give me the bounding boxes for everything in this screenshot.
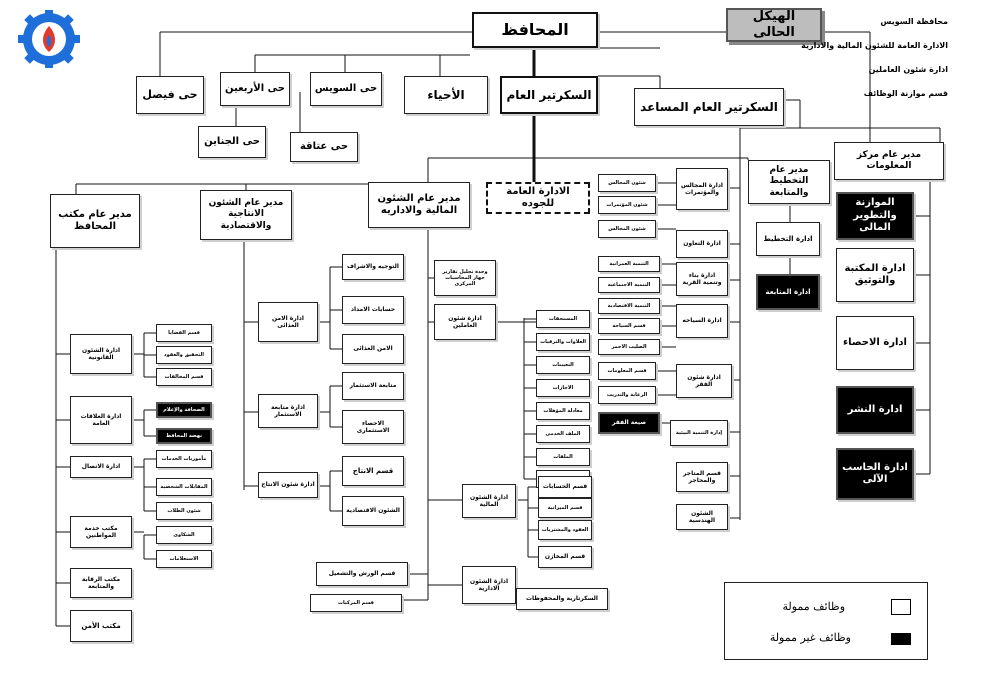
box-fs-sub2: حسابات الامداد <box>342 296 404 324</box>
box-statistics: ادارة الاحصاء <box>836 316 914 370</box>
box-legal-sub1: قسم القضايا <box>156 324 212 342</box>
box-councils-sub2: شئون المؤتمرات <box>598 196 656 214</box>
box-personnel: ادارة شئون العاملين <box>434 304 496 340</box>
chart-title: الهيكل الحالى <box>726 8 822 42</box>
box-p-sub7: الملفات <box>536 448 590 466</box>
box-econ-director: مدير عام الشئون الانتاجية والاقتصادية <box>200 190 292 240</box>
box-p-sub3: التعيينات <box>536 356 590 374</box>
box-fin-sub2: قسم الميزانية <box>538 498 592 518</box>
box-comm-sub3: شئون الطلاب <box>156 502 212 520</box>
box-legal-sub3: قسم المخالفات <box>156 368 212 386</box>
box-inv-sub1: متابعة الاستثمار <box>342 372 404 400</box>
box-planning-admin: ادارة التخطيط <box>756 222 820 256</box>
box-pr-sub1: الصحافة والإعلام <box>156 402 212 418</box>
legend-unfunded-label: وظائف غير ممولة <box>769 631 851 644</box>
box-comm-sub2: المقابلات الشخصية <box>156 478 212 496</box>
box-poverty-sub3: صيغة الفقر <box>598 412 660 434</box>
box-comm: ادارة الاتصال <box>70 456 132 478</box>
box-hay-suez: حى السويس <box>310 72 382 106</box>
box-followup-admin: ادارة المتابعة <box>756 274 820 310</box>
box-rural-dev-admin: ادارة بناء وتنمية القرية <box>676 262 728 296</box>
header-line-4: قسم موازنة الوظائف <box>863 89 948 98</box>
box-tourism-sub1: قسم السياحة <box>598 318 660 334</box>
box-pr-sub2: نهضة المحافظ <box>156 428 212 444</box>
box-assistant-secretary: السكرتير العام المساعد <box>634 88 784 126</box>
box-comm-sub1: مأموريات الخدمات <box>156 450 212 468</box>
box-rural-sub3: التنمية الاقتصادية <box>598 298 660 314</box>
header-line-1: محافظة السويس <box>880 17 948 26</box>
box-office-director: مدير عام مكتب المحافظ <box>50 194 140 248</box>
box-unit-reports: وحدة تحليل تقارير جهاز المحاسبات المركزى <box>434 260 496 296</box>
box-neighborhoods: الأحياء <box>404 76 488 114</box>
box-pr: ادارة العلاقات العامة <box>70 396 132 444</box>
box-library-docs: ادارة المكتبة والتوثيق <box>836 248 914 302</box>
box-fin-sub1: قسم الحسابات <box>538 476 592 498</box>
box-publishing: ادارة النشر <box>836 386 914 434</box>
box-production: ادارة شئون الانتاج <box>258 472 318 498</box>
box-poverty-sub2: الرعاية والتدريب <box>598 386 656 404</box>
box-fs-sub3: الامن الغذائى <box>342 334 404 364</box>
box-prod-sub1: قسم الانتاج <box>342 456 404 486</box>
box-hay-faisal: حى فيصل <box>136 76 204 114</box>
box-admin-affairs: ادارة الشئون الادارية <box>462 566 516 604</box>
legend-unfunded-swatch <box>891 633 911 645</box>
box-rural-sub1: التنمية العمرانية <box>598 256 660 272</box>
box-env-dev: إدارة التنمية البيئية <box>670 420 728 446</box>
box-oversight: مكتب الرقابة والمتابعة <box>70 568 132 598</box>
box-tourism-admin: ادارة السياحه <box>676 304 728 338</box>
box-quality-admin: الادارة العامة للجوده <box>486 182 590 214</box>
header-line-2: الادارة العامة للشئون المالية والادارية <box>801 41 948 50</box>
header-text: محافظة السويس الادارة العامة للشئون الما… <box>788 4 948 112</box>
box-tourism-sub2: الصليب الاحمر <box>598 339 660 355</box>
box-hay-ganayen: حى الجناين <box>198 126 266 158</box>
box-p-sub1: المستحقات <box>536 310 590 328</box>
box-vehicles: قسم المركبات <box>310 594 402 612</box>
box-councils-sub3: شئون المجالس <box>598 220 656 238</box>
box-computer: ادارة الحاسب الآلى <box>836 448 914 500</box>
box-fin-admin-director: مدير عام الشئون المالية والاداريه <box>368 182 470 228</box>
box-fin-affairs: ادارة الشئون المالية <box>462 484 516 518</box>
box-cooperation-admin: ادارة التعاون <box>676 230 728 258</box>
box-budget-dev: الموازنة والتطوير المالى <box>836 192 914 240</box>
box-adm-sub1: السكرتارية والمحفوظات <box>516 588 608 610</box>
box-info-center-director: مدير عام مركز المعلومات <box>834 142 944 180</box>
legend: وظائف ممولة وظائف غير ممولة <box>724 582 928 660</box>
box-security-office: مكتب الأمن <box>70 610 132 642</box>
box-cit-sub1: الشكاوى <box>156 526 212 544</box>
box-p-sub6: الملف الخدمى <box>536 425 590 443</box>
box-planning-director: مدير عام التخطيط والمتابعة <box>748 160 830 204</box>
box-hay-ataka: حى عتاقة <box>290 132 358 162</box>
box-hay-arbaeen: حى الأربعين <box>220 72 290 106</box>
box-p-sub4: الاجازات <box>536 379 590 397</box>
box-eng-affairs: الشئون الهندسية <box>676 504 728 530</box>
box-poverty-admin: ادارة شئون الفقر <box>676 364 732 398</box>
box-investment: ادارة متابعة الاستثمار <box>258 394 318 428</box>
box-prod-sub2: الشئون الاقتصادية <box>342 496 404 526</box>
header-line-3: ادارة شئون العاملين <box>868 65 948 74</box>
box-workshops: قسم الورش والتشغيل <box>316 562 408 586</box>
box-fin-sub4: قسم المخازن <box>538 546 592 568</box>
box-p-sub5: معادلة المؤهلات <box>536 402 590 420</box>
legend-funded-swatch <box>891 599 911 615</box>
box-shops-dept: قسم المتاجر والمحاجر <box>676 462 728 492</box>
box-fs-sub1: التوجيه والاشراف <box>342 254 404 280</box>
box-legal: ادارة الشئون القانونية <box>70 334 132 374</box>
box-fin-sub3: العقود والمشتريات <box>538 520 592 540</box>
box-food-security: ادارة الامن الغذائى <box>258 302 318 342</box>
box-inv-sub2: الاحصاء الاستثمارى <box>342 410 404 444</box>
box-governor: المحافظ <box>472 12 598 48</box>
box-poverty-sub1: قسم المعلومات <box>598 362 656 380</box>
box-rural-sub2: التنمية الاجتماعية <box>598 277 660 293</box>
box-legal-sub2: التحقيق والعقود <box>156 346 212 364</box>
box-cit-sub2: الاستعلامات <box>156 550 212 568</box>
governorate-logo-icon <box>18 10 80 68</box>
box-councils-admin: ادارة المجالس والمؤتمرات <box>676 168 728 210</box>
box-secretary-general: السكرتير العام <box>500 76 598 114</box>
box-councils-sub1: شئون المجالس <box>598 174 656 192</box>
box-citizen-service: مكتب خدمة المواطنين <box>70 516 132 548</box>
legend-funded-label: وظائف ممولة <box>782 600 845 613</box>
box-p-sub2: العلاوات والترقيات <box>536 333 590 351</box>
